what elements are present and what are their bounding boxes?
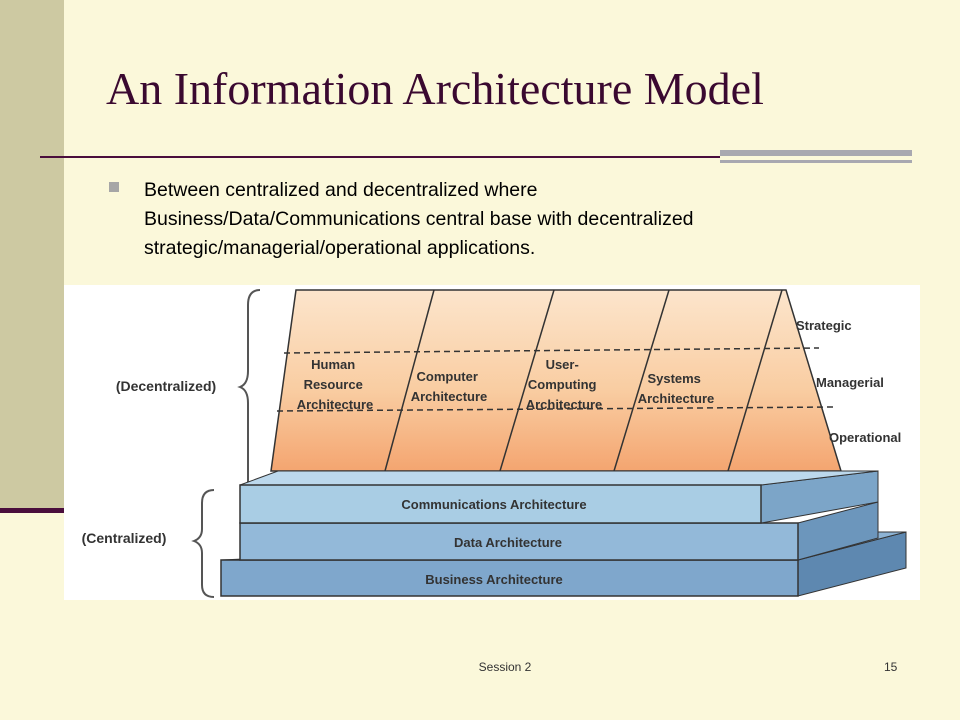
level-label-operational: Operational (829, 430, 901, 445)
column-divider (613, 289, 670, 472)
footer-page-number: 15 (884, 660, 898, 674)
title-underline-accent (720, 150, 912, 156)
communications-layer (239, 484, 762, 524)
bullet-line: Between centralized and decentralized wh… (144, 179, 538, 201)
footer-session: Session 2 (478, 660, 532, 674)
decentralized-label: (Decentralized) (116, 378, 216, 394)
level-divider-managerial (276, 406, 835, 412)
title-underline (40, 156, 720, 158)
side-band-rule (0, 508, 64, 513)
bullet-line: Business/Data/Communications central bas… (144, 208, 694, 230)
side-band (0, 0, 64, 512)
level-label-strategic: Strategic (796, 318, 852, 333)
title-underline-accent-thin (720, 160, 912, 163)
level-label-managerial: Managerial (816, 375, 884, 390)
column-label-computer: Computer Architecture (411, 369, 488, 404)
column-label-human-resource: Human Resource Architecture (297, 357, 374, 412)
architecture-diagram: Human Resource Architecture Computer Arc… (64, 285, 920, 600)
level-divider-strategic (283, 347, 820, 354)
column-label-user-computing: User- Computing Architecture (526, 357, 603, 412)
architecture-diagram-svg: Human Resource Architecture Computer Arc… (82, 289, 907, 598)
column-label-systems: Systems Architecture (638, 371, 715, 406)
column-divider (384, 289, 435, 472)
bullet-square-icon (109, 182, 119, 192)
communications-layer-label: Communications Architecture (401, 497, 586, 512)
business-layer-label: Business Architecture (425, 572, 563, 587)
business-layer (220, 559, 799, 597)
centralized-label: (Centralized) (82, 530, 167, 546)
column-divider (727, 289, 783, 472)
bullet-text: Between centralized and decentralized wh… (144, 176, 844, 263)
decentralized-brace (237, 289, 261, 506)
column-divider (499, 289, 555, 472)
slide-title: An Information Architecture Model (106, 63, 764, 114)
communications-layer-top (239, 470, 879, 486)
bullet-line: strategic/managerial/operational applica… (144, 237, 536, 259)
data-layer-label: Data Architecture (454, 535, 562, 550)
centralized-brace (191, 489, 215, 598)
